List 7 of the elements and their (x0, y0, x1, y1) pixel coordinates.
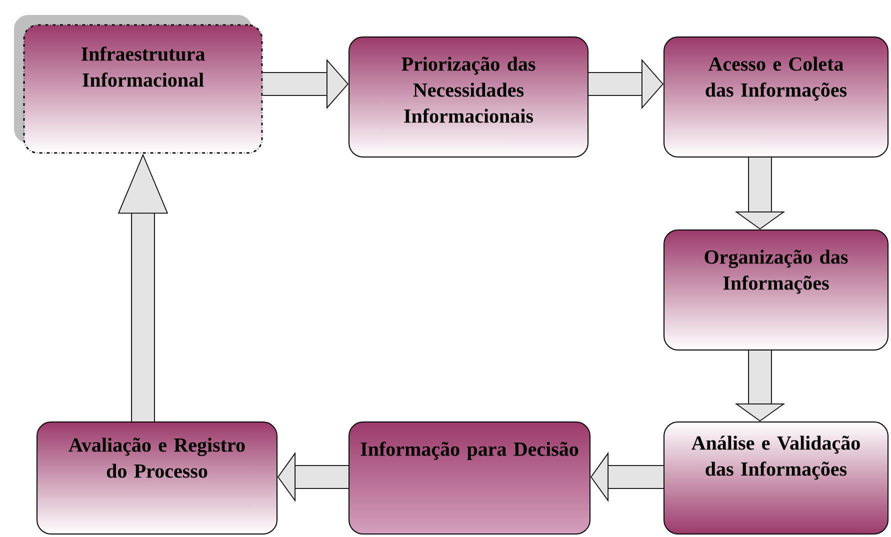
process-box: Organização das Informações (664, 229, 888, 350)
process-box: Análise e Validação das Informações (664, 421, 888, 534)
process-box: Acesso e Coleta das Informações (664, 36, 888, 158)
process-box: Informação para Decisão (348, 421, 590, 534)
process-box: Infraestrutura Informacional (14, 15, 263, 154)
process-box: Priorização das Necessidades Informacionais (348, 36, 588, 158)
process-box: Avaliação e Registro do Processo (36, 421, 278, 534)
